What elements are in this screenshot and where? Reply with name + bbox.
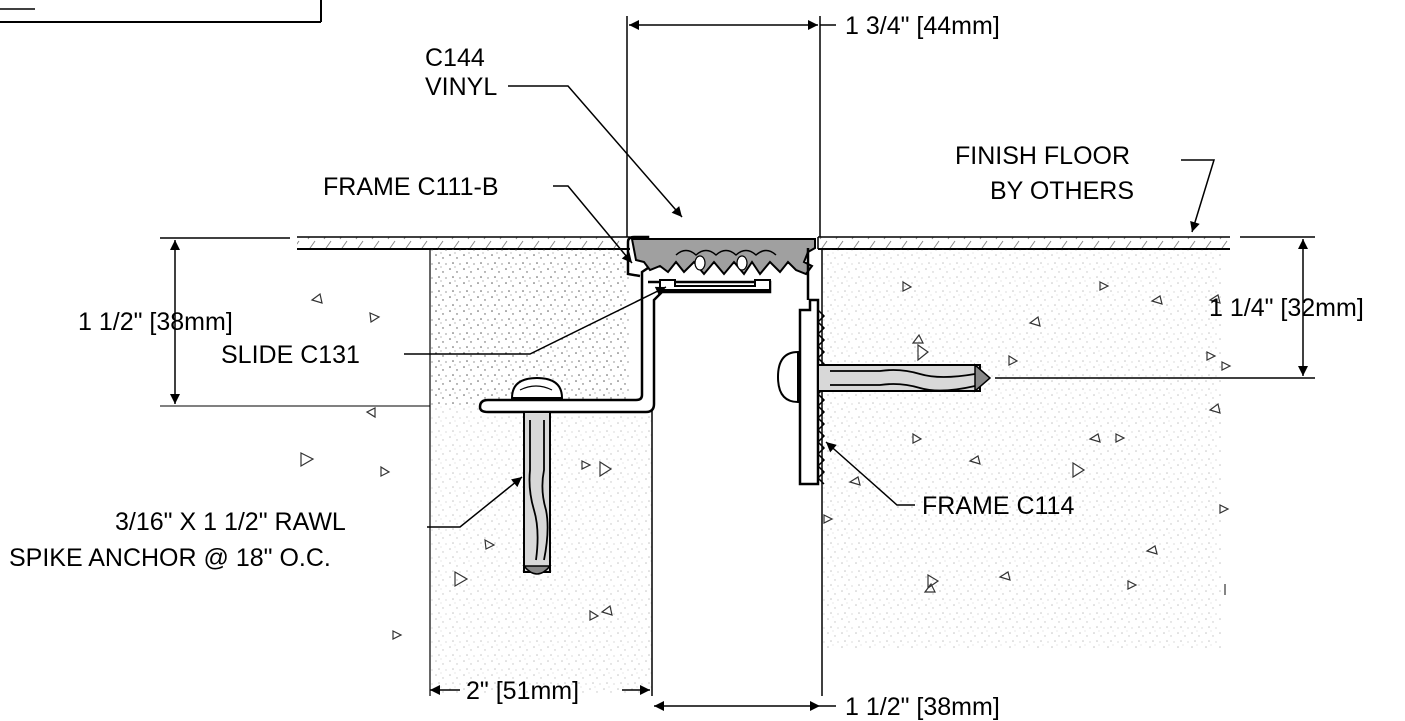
callout-anchor-label-line2: SPIKE ANCHOR @ 18" O.C.	[9, 544, 331, 572]
callout-vinyl-leader	[508, 85, 683, 218]
right-substrate	[817, 237, 1222, 696]
left-spike-anchor	[510, 376, 564, 575]
dimension-right-depth	[995, 236, 1315, 379]
callout-vinyl-label-line2: VINYL	[425, 73, 497, 101]
callout-anchor-leader	[427, 476, 523, 528]
callout-frame-c114-leader	[825, 441, 915, 506]
title-block-fragment	[0, 0, 322, 23]
dimension-left-depth-label: 1 1/2" [38mm]	[78, 308, 233, 336]
frame-c114-shape	[798, 248, 826, 486]
callout-anchor-label-line1: 3/16" X 1 1/2" RAWL	[115, 508, 346, 536]
callout-finish-floor-label-line2: BY OTHERS	[990, 177, 1134, 205]
dimension-top-width-label: 1 3/4" [44mm]	[845, 12, 1000, 40]
callout-frame-c111b-label: FRAME C111-B	[323, 173, 499, 201]
callout-frame-c114-label: FRAME C114	[922, 492, 1074, 520]
slide-c131-shape	[659, 279, 771, 291]
callout-vinyl-label-line1: C144	[425, 44, 485, 72]
callout-finish-floor-leader	[1181, 159, 1216, 233]
callout-slide-c131-leader	[404, 286, 667, 355]
dimension-bottom-right-label: 1 1/2" [38mm]	[845, 693, 1000, 721]
vinyl-c144-insert	[630, 238, 816, 276]
callout-frame-c111b-leader	[553, 185, 633, 264]
callout-slide-c131-label: SLIDE C131	[221, 341, 360, 369]
dimension-right-depth-label: 1 1/4" [32mm]	[1209, 294, 1364, 322]
dimension-top-width	[626, 16, 836, 237]
dimension-left-depth	[160, 237, 290, 404]
right-spike-anchor	[776, 350, 992, 404]
aggregate-marks	[300, 280, 1232, 640]
dimension-bottom-left-label: 2" [51mm]	[466, 677, 579, 705]
callout-finish-floor-label-line1: FINISH FLOOR	[955, 142, 1130, 170]
